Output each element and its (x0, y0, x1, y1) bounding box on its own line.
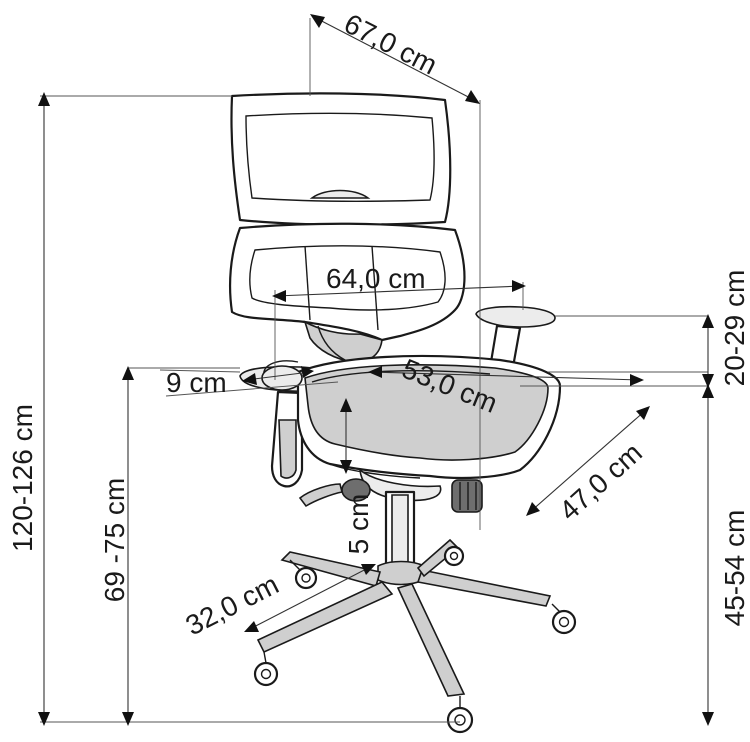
dimension-total-height (38, 92, 50, 726)
backrest-divider-left (304, 245, 311, 321)
label-armrest-width: 9 cm (166, 367, 227, 398)
seat-front-edge (329, 463, 421, 479)
label-seat-height: 45-54 cm (719, 510, 750, 627)
backrest-connector (309, 189, 371, 199)
upper-backrest-frame (230, 92, 452, 226)
lumbar-support (303, 320, 383, 363)
caster-front-right (551, 609, 577, 635)
label-overall-width: 64,0 cm (326, 263, 426, 294)
tilt-knob (341, 478, 371, 502)
left-armrest-post-shade (278, 419, 297, 479)
dimension-back-depth (310, 14, 480, 104)
height-knob (451, 479, 483, 513)
star-base (253, 538, 577, 734)
lower-backrest-frame (228, 222, 466, 342)
caster-front (446, 706, 474, 734)
office-chair-illustration (228, 92, 577, 734)
extension-lines (40, 18, 708, 723)
base-arm-front (396, 583, 466, 697)
caster-front-left (253, 661, 279, 687)
seat-surface (304, 364, 549, 461)
caster-left (294, 566, 318, 590)
lower-backrest-mesh (249, 245, 446, 311)
dimension-armrest-adjust (702, 314, 714, 388)
base-arm-front-right (416, 569, 552, 607)
backrest-divider-right (371, 245, 379, 331)
upper-backrest-mesh (245, 112, 435, 203)
label-seat-thickness: 5 cm (343, 494, 374, 555)
label-armrest-height: 69 -75 cm (99, 478, 130, 603)
dimension-armrest-height (122, 366, 134, 726)
seat-mechanism (359, 468, 442, 502)
dimension-seat-height (702, 384, 714, 726)
label-base-radius: 32,0 cm (181, 569, 284, 642)
dimension-seat-depth (526, 406, 650, 516)
label-back-depth: 67,0 cm (339, 8, 442, 81)
dimension-seat-thickness (340, 398, 352, 474)
base-hub (377, 560, 425, 586)
seat-cushion-inner (311, 370, 491, 383)
base-arm-left (280, 551, 382, 587)
dimension-overall-width (272, 280, 526, 302)
caster-back-right (443, 545, 465, 567)
lumbar-stripe (317, 325, 346, 361)
gas-lift-cover (391, 494, 409, 566)
dimension-seat-width (368, 366, 644, 386)
dimension-base-radius (244, 564, 376, 632)
right-armrest-pad (475, 305, 556, 328)
tilt-lever (298, 483, 343, 508)
label-total-height: 120-126 cm (7, 404, 38, 552)
dimension-armrest-width (242, 366, 314, 385)
label-armrest-adjust: 20-29 cm (719, 270, 750, 387)
